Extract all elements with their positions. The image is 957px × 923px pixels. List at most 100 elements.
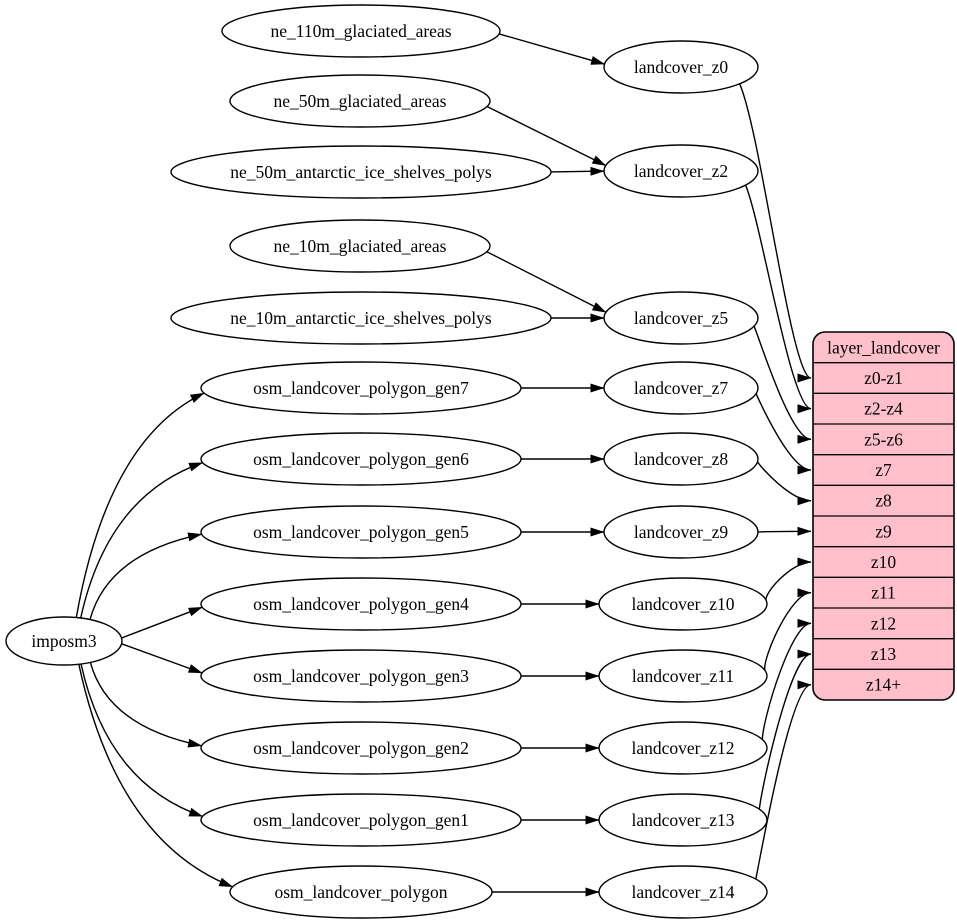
node-label-landcover_z2: landcover_z2 (634, 161, 728, 181)
node-landcover_z13: landcover_z13 (598, 793, 768, 847)
node-label-landcover_z12: landcover_z12 (631, 738, 734, 758)
edge-landcover_z5-to-layer-row-z5-z6 (753, 325, 812, 444)
node-label-ne_10m_antarctic_ice_shelves_polys: ne_10m_antarctic_ice_shelves_polys (230, 308, 492, 328)
node-shape-landcover_z0 (603, 40, 759, 94)
node-label-ne_10m_glaciated_areas: ne_10m_glaciated_areas (274, 236, 447, 256)
node-ne_10m_glaciated_areas: ne_10m_glaciated_areas (229, 219, 491, 273)
node-ne_50m_antarctic_ice_shelves_polys: ne_50m_antarctic_ice_shelves_polys (170, 145, 552, 199)
node-label-landcover_z7: landcover_z7 (634, 378, 729, 398)
table-layer: layer_landcoverz0-z1z2-z4z5-z6z7z8z9z10z… (812, 331, 955, 701)
layer-table-row-z13: z13 (871, 644, 897, 664)
node-shape-landcover_z8 (603, 432, 759, 486)
edges-layer (75, 33, 812, 897)
node-landcover_z14: landcover_z14 (598, 865, 768, 919)
edge-landcover_z11-to-layer-row-z11 (764, 588, 812, 671)
node-osm_landcover_polygon_gen7: osm_landcover_polygon_gen7 (200, 361, 522, 415)
node-label-osm_landcover_polygon_gen7: osm_landcover_polygon_gen7 (253, 378, 469, 398)
layer-table-row-z5-z6: z5-z6 (864, 429, 903, 449)
node-label-osm_landcover_polygon_gen3: osm_landcover_polygon_gen3 (253, 666, 469, 686)
layer-table-row-z9: z9 (875, 521, 892, 541)
edge-landcover_z7-to-layer-row-z7 (755, 393, 812, 475)
node-shape-landcover_z9 (603, 505, 759, 559)
layer-table-row-z0-z1: z0-z1 (864, 368, 903, 388)
node-shape-imposm3 (5, 616, 123, 666)
node-shape-landcover_z10 (598, 577, 768, 631)
node-label-landcover_z13: landcover_z13 (631, 810, 734, 830)
node-shape-landcover_z12 (598, 721, 768, 775)
edge-landcover_z13-to-layer-row-z13 (758, 649, 812, 810)
edge-imposm3-to-osm_landcover_polygon_gen2 (89, 662, 203, 748)
node-ne_110m_glaciated_areas: ne_110m_glaciated_areas (221, 4, 501, 58)
node-imposm3: imposm3 (5, 616, 123, 666)
node-shape-landcover_z11 (598, 649, 768, 703)
edge-landcover_z12-to-layer-row-z12 (761, 618, 812, 740)
node-label-ne_50m_antarctic_ice_shelves_polys: ne_50m_antarctic_ice_shelves_polys (230, 162, 492, 182)
layer-table-header: layer_landcover (827, 337, 940, 357)
edge-imposm3-to-osm_landcover_polygon_gen7 (75, 392, 205, 618)
node-shape-osm_landcover_polygon_gen3 (200, 649, 522, 703)
node-label-osm_landcover_polygon: osm_landcover_polygon (274, 882, 447, 902)
edge-ne_10m_glaciated_areas-to-landcover_z5 (486, 251, 607, 313)
layer-table-row-z11: z11 (871, 583, 896, 603)
node-osm_landcover_polygon_gen6: osm_landcover_polygon_gen6 (200, 432, 522, 486)
node-landcover_z8: landcover_z8 (603, 432, 759, 486)
node-shape-osm_landcover_polygon_gen1 (200, 793, 522, 847)
node-shape-ne_10m_antarctic_ice_shelves_polys (170, 291, 552, 345)
node-osm_landcover_polygon_gen4: osm_landcover_polygon_gen4 (200, 577, 522, 631)
node-shape-ne_110m_glaciated_areas (221, 4, 501, 58)
edge-landcover_z9-to-layer-row-z9 (757, 526, 812, 536)
node-landcover_z7: landcover_z7 (603, 361, 759, 415)
node-label-osm_landcover_polygon_gen2: osm_landcover_polygon_gen2 (253, 738, 469, 758)
edge-imposm3-to-osm_landcover_polygon_gen5 (89, 532, 203, 620)
node-label-landcover_z14: landcover_z14 (631, 882, 734, 902)
node-landcover_z9: landcover_z9 (603, 505, 759, 559)
edge-imposm3-to-osm_landcover_polygon_gen4 (121, 606, 203, 639)
node-label-osm_landcover_polygon_gen1: osm_landcover_polygon_gen1 (253, 810, 469, 830)
node-shape-landcover_z2 (603, 144, 759, 198)
node-landcover_z11: landcover_z11 (598, 649, 768, 703)
node-ne_10m_antarctic_ice_shelves_polys: ne_10m_antarctic_ice_shelves_polys (170, 291, 552, 345)
edge-imposm3-to-osm_landcover_polygon_gen6 (80, 462, 204, 619)
node-osm_landcover_polygon_gen5: osm_landcover_polygon_gen5 (200, 505, 522, 559)
node-landcover_z2: landcover_z2 (603, 144, 759, 198)
node-landcover_z12: landcover_z12 (598, 721, 768, 775)
layer-table-row-z8: z8 (875, 491, 892, 511)
node-shape-osm_landcover_polygon_gen7 (200, 361, 522, 415)
node-osm_landcover_polygon_gen2: osm_landcover_polygon_gen2 (200, 721, 522, 775)
edge-landcover_z0-to-layer-row-z0-z1 (739, 83, 812, 383)
edge-imposm3-to-osm_landcover_polygon_gen3 (121, 643, 203, 674)
node-label-landcover_z5: landcover_z5 (634, 308, 729, 328)
edge-landcover_z14-to-layer-row-z14+ (755, 680, 812, 880)
layer-table-row-z14+: z14+ (866, 675, 901, 695)
node-label-landcover_z11: landcover_z11 (632, 666, 734, 686)
node-landcover_z0: landcover_z0 (603, 40, 759, 94)
node-shape-osm_landcover_polygon_gen6 (200, 432, 522, 486)
node-label-landcover_z0: landcover_z0 (634, 57, 729, 77)
edge-landcover_z8-to-layer-row-z8 (756, 461, 812, 506)
node-shape-osm_landcover_polygon (229, 865, 493, 919)
node-label-landcover_z9: landcover_z9 (634, 522, 729, 542)
node-shape-ne_10m_glaciated_areas (229, 219, 491, 273)
layer-table-row-z10: z10 (871, 552, 897, 572)
node-landcover_z10: landcover_z10 (598, 577, 768, 631)
node-shape-landcover_z7 (603, 361, 759, 415)
node-label-landcover_z8: landcover_z8 (634, 449, 729, 469)
node-label-ne_50m_glaciated_areas: ne_50m_glaciated_areas (274, 91, 447, 111)
layer-table-row-z12: z12 (871, 613, 896, 633)
nodes-layer: ne_110m_glaciated_areas ne_50m_glaciated_… (5, 4, 768, 919)
node-shape-landcover_z5 (603, 291, 759, 345)
node-shape-landcover_z13 (598, 793, 768, 847)
node-osm_landcover_polygon_gen3: osm_landcover_polygon_gen3 (200, 649, 522, 703)
node-label-osm_landcover_polygon_gen4: osm_landcover_polygon_gen4 (253, 594, 469, 614)
edge-imposm3-to-osm_landcover_polygon (78, 664, 234, 888)
node-label-imposm3: imposm3 (31, 631, 96, 651)
node-label-landcover_z10: landcover_z10 (631, 594, 734, 614)
node-ne_50m_glaciated_areas: ne_50m_glaciated_areas (229, 74, 491, 128)
node-shape-osm_landcover_polygon_gen4 (200, 577, 522, 631)
node-shape-osm_landcover_polygon_gen5 (200, 505, 522, 559)
node-shape-osm_landcover_polygon_gen2 (200, 721, 522, 775)
node-label-ne_110m_glaciated_areas: ne_110m_glaciated_areas (270, 21, 451, 41)
edge-landcover_z10-to-layer-row-z10 (765, 557, 812, 602)
